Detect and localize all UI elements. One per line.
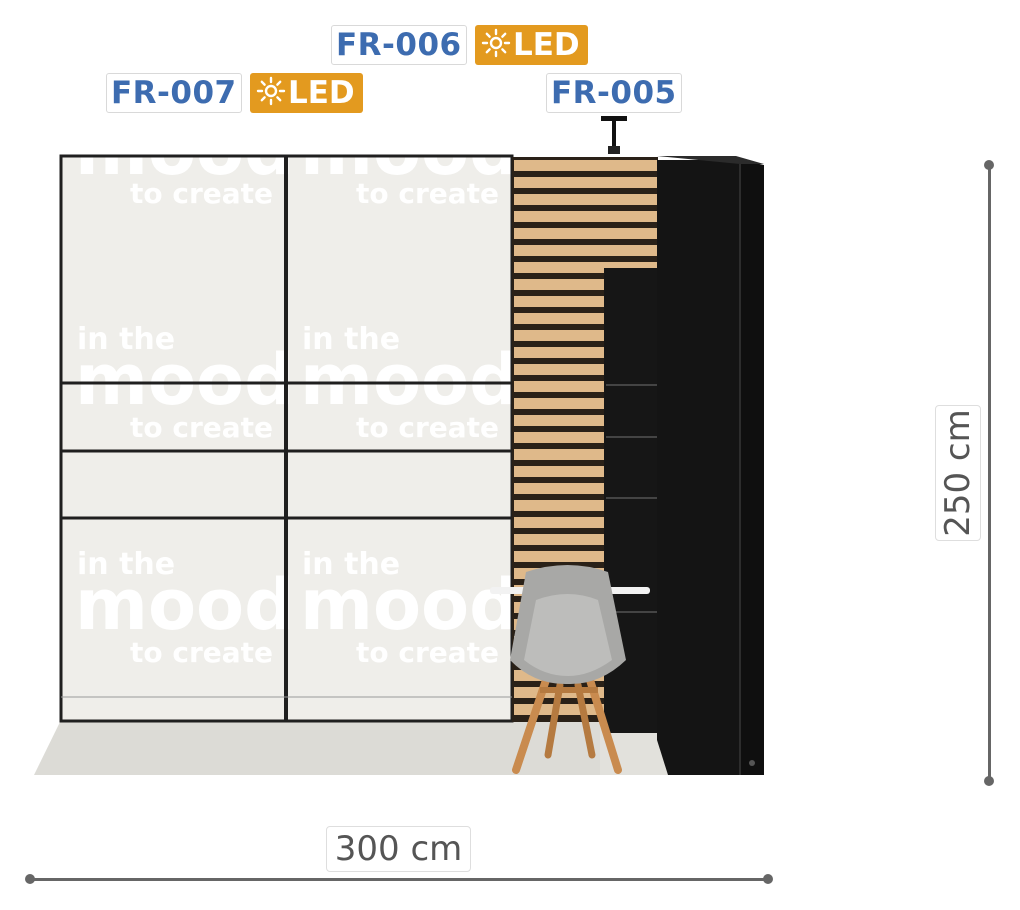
- watermark-line2: mood: [75, 564, 294, 646]
- white-panel-right: [288, 157, 512, 720]
- watermark-group: to create to create mood mood in the in …: [75, 109, 519, 669]
- wood-slat: [514, 398, 657, 409]
- watermark-line1: in the: [77, 322, 175, 357]
- wood-slat: [514, 364, 657, 375]
- black-side-panel: [657, 160, 740, 775]
- wood-slat: [514, 347, 657, 358]
- watermark-line3: to create: [356, 411, 499, 444]
- watermark-line3: to create: [130, 177, 273, 210]
- height-dimension-end-top: [984, 160, 994, 170]
- wood-slat: [514, 194, 657, 205]
- height-dimension-line: [988, 165, 991, 781]
- led-badge: LED: [250, 73, 363, 113]
- wood-slat: [514, 534, 657, 545]
- black-side-panel-depth: [740, 160, 764, 775]
- wood-slat: [514, 551, 657, 562]
- watermark-line2: mood: [75, 109, 294, 191]
- wood-slat: [514, 211, 657, 222]
- wood-slat: [514, 517, 657, 528]
- wood-slat: [514, 500, 657, 511]
- wood-slat: [514, 466, 657, 477]
- watermark-line1: in the: [77, 547, 175, 582]
- black-top-edge: [657, 156, 764, 164]
- wood-slat: [514, 313, 657, 324]
- chair: [510, 565, 626, 774]
- height-dimension-end-bottom: [984, 776, 994, 786]
- wood-slat: [514, 245, 657, 256]
- wood-slat: [514, 449, 657, 460]
- led-badge: LED: [475, 25, 588, 65]
- floor: [34, 722, 668, 775]
- sun-icon: [256, 76, 286, 106]
- wood-slat: [514, 262, 657, 273]
- wood-slat: [514, 279, 657, 290]
- wood-slat: [514, 296, 657, 307]
- led-label: LED: [513, 27, 580, 63]
- width-dimension-end-right: [763, 874, 773, 884]
- frame-tag-fr005: FR-005: [546, 73, 682, 113]
- width-dimension-line: [30, 878, 768, 881]
- wood-slat: [514, 228, 657, 239]
- watermark-line2: mood: [300, 339, 519, 421]
- white-panel-left: [62, 157, 286, 720]
- watermark-line1: in the: [302, 322, 400, 357]
- width-dimension-label: 300 cm: [326, 826, 471, 872]
- wood-slat: [514, 330, 657, 341]
- wood-slat: [514, 160, 657, 171]
- watermark-line2: mood: [300, 109, 519, 191]
- sun-icon: [481, 28, 511, 58]
- watermark-line3: to create: [356, 636, 499, 669]
- wood-slat: [514, 432, 657, 443]
- watermark-line3: to create: [356, 177, 499, 210]
- wood-slat: [514, 381, 657, 392]
- frame-tag-fr007: FR-007: [106, 73, 242, 113]
- wood-slat: [514, 415, 657, 426]
- watermark-line2: mood: [300, 564, 519, 646]
- watermark-line3: to create: [130, 411, 273, 444]
- watermark-line1: in the: [302, 547, 400, 582]
- watermark-line2: mood: [75, 339, 294, 421]
- led-label: LED: [288, 75, 355, 111]
- frame-tag-fr006: FR-006: [331, 25, 467, 65]
- height-dimension-label: 250 cm: [935, 405, 981, 541]
- width-dimension-end-left: [25, 874, 35, 884]
- wood-slat: [514, 483, 657, 494]
- spotlight-fixture: [601, 116, 627, 154]
- wood-slat: [514, 177, 657, 188]
- watermark-line3: to create: [130, 636, 273, 669]
